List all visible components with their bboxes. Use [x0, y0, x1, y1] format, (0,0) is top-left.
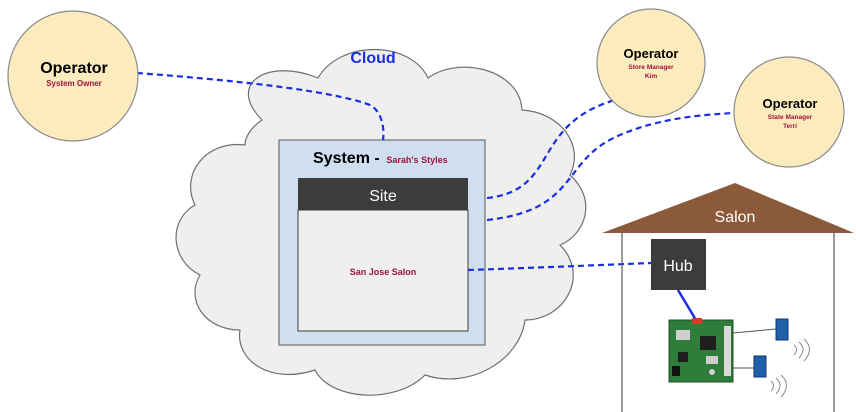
controller-board-icon	[668, 318, 734, 383]
salon-house: Salon	[602, 183, 854, 412]
owner-link	[136, 71, 385, 141]
site-header	[298, 178, 468, 210]
operator-state-manager: Operator State Manager Terri	[733, 56, 845, 168]
operator-role: State Manager	[768, 114, 813, 121]
operator-system-owner: Operator System Owner	[7, 10, 139, 142]
operator-role: Store Manager	[628, 64, 674, 71]
hub-link	[467, 261, 652, 272]
store-manager-link	[486, 98, 616, 200]
operator-title: Operator	[763, 96, 818, 111]
site-name: San Jose Salon	[350, 267, 417, 277]
operator-person: Kim	[645, 73, 658, 80]
card-reader-icon	[753, 355, 787, 398]
cloud-label: Cloud	[350, 50, 395, 67]
site-header-label: Site	[369, 188, 397, 205]
system-owner-name: Sarah's Styles	[386, 155, 447, 165]
state-manager-link	[486, 111, 734, 222]
hub-label: Hub	[663, 258, 692, 275]
operator-title: Operator	[40, 60, 108, 77]
operator-role: System Owner	[46, 79, 102, 88]
operator-store-manager: Operator Store Manager Kim	[596, 8, 706, 118]
card-reader-icon	[775, 318, 810, 362]
system-title: System -	[313, 150, 380, 167]
reader-wire	[732, 328, 777, 334]
operator-person: Terri	[783, 123, 797, 130]
salon-label: Salon	[715, 209, 756, 226]
hub-controller-link	[676, 289, 698, 321]
site-body	[297, 209, 469, 332]
salon-roof	[602, 183, 854, 233]
operator-title: Operator	[624, 46, 679, 61]
hub-box	[651, 239, 706, 290]
